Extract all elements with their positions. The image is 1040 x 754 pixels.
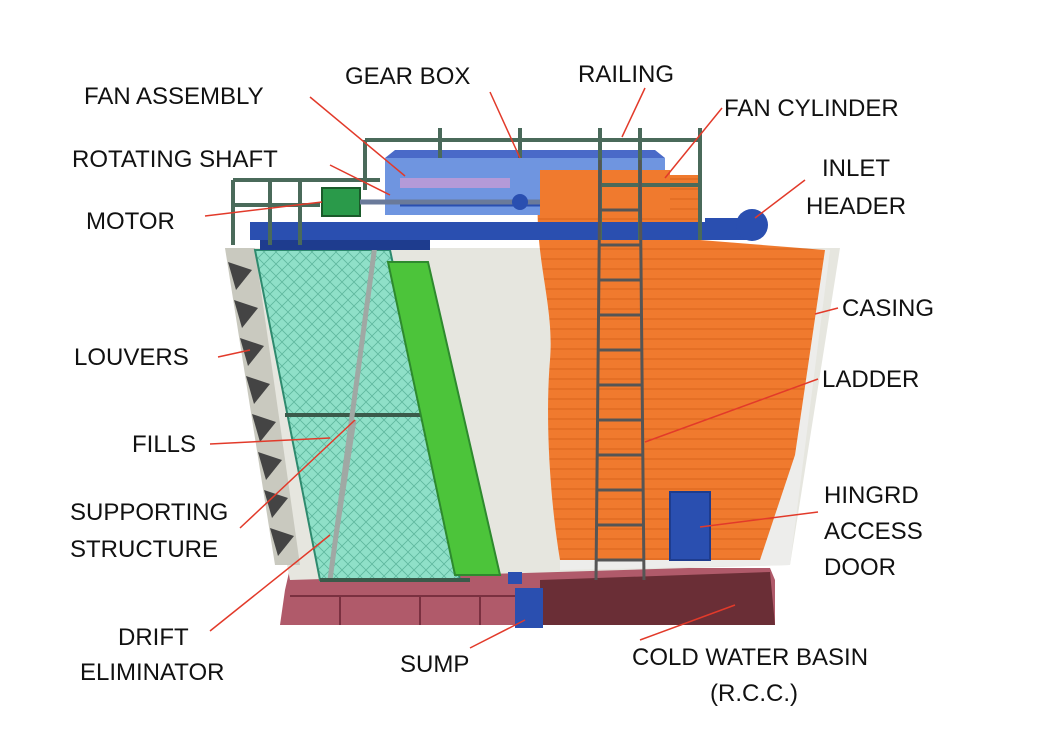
leader-inlet-header: [754, 179, 806, 219]
ladder: [594, 159, 646, 581]
leader-rotating-shaft: [329, 164, 391, 196]
label-basin-line2: (R.C.C.): [710, 680, 798, 707]
leader-sump: [469, 619, 526, 649]
leader-drift-eliminator: [209, 534, 331, 632]
leader-lines: [204, 87, 839, 649]
deck-frame: [250, 222, 720, 250]
leader-gear-box: [489, 91, 521, 159]
label-drift-line1: DRIFT: [118, 624, 189, 651]
label-motor: MOTOR: [86, 208, 175, 235]
label-supporting-line2: STRUCTURE: [70, 536, 218, 563]
label-inlet-header-line1: INLET: [822, 155, 890, 182]
label-supporting-line1: SUPPORTING: [70, 499, 228, 526]
labels: GEAR BOX RAILING FAN ASSEMBLY FAN CYLIND…: [70, 61, 934, 707]
label-casing: CASING: [842, 295, 934, 322]
inlet-header: [705, 209, 768, 241]
label-fan-cylinder: FAN CYLINDER: [724, 95, 899, 122]
leader-louvers: [217, 349, 251, 358]
label-louvers: LOUVERS: [74, 344, 189, 371]
louvers: [225, 248, 300, 565]
supporting-structure: [320, 244, 470, 582]
leader-railing: [621, 87, 646, 138]
label-hinged-door-line3: DOOR: [824, 554, 896, 581]
leader-motor: [204, 201, 323, 217]
leader-hinged-door: [699, 511, 819, 528]
label-inlet-header-line2: HEADER: [806, 193, 906, 220]
leader-fills: [209, 437, 331, 445]
label-rotating-shaft: ROTATING SHAFT: [72, 146, 278, 173]
label-ladder: LADDER: [822, 366, 919, 393]
leader-cold-water-basin: [639, 604, 736, 641]
label-railing: RAILING: [578, 61, 674, 88]
label-basin-line1: COLD WATER BASIN: [632, 644, 868, 671]
leader-ladder: [644, 378, 819, 443]
orange-casing-panel: [537, 175, 825, 560]
drift-eliminator: [386, 261, 502, 576]
leader-fan-assembly: [309, 96, 406, 177]
label-hinged-door-line1: HINGRD: [824, 482, 919, 509]
label-gear-box: GEAR BOX: [345, 63, 470, 90]
leader-supporting-structure: [239, 419, 356, 529]
leader-fan-cylinder: [664, 107, 723, 179]
label-sump: SUMP: [400, 651, 469, 678]
sump: [508, 572, 543, 628]
label-hinged-door-line2: ACCESS: [824, 518, 923, 545]
label-fills: FILLS: [132, 431, 196, 458]
label-fan-assembly: FAN ASSEMBLY: [84, 83, 264, 110]
leader-casing: [814, 307, 839, 315]
motor: [321, 187, 540, 217]
label-drift-line2: ELIMINATOR: [80, 659, 224, 686]
fan-cylinder: [385, 150, 670, 215]
